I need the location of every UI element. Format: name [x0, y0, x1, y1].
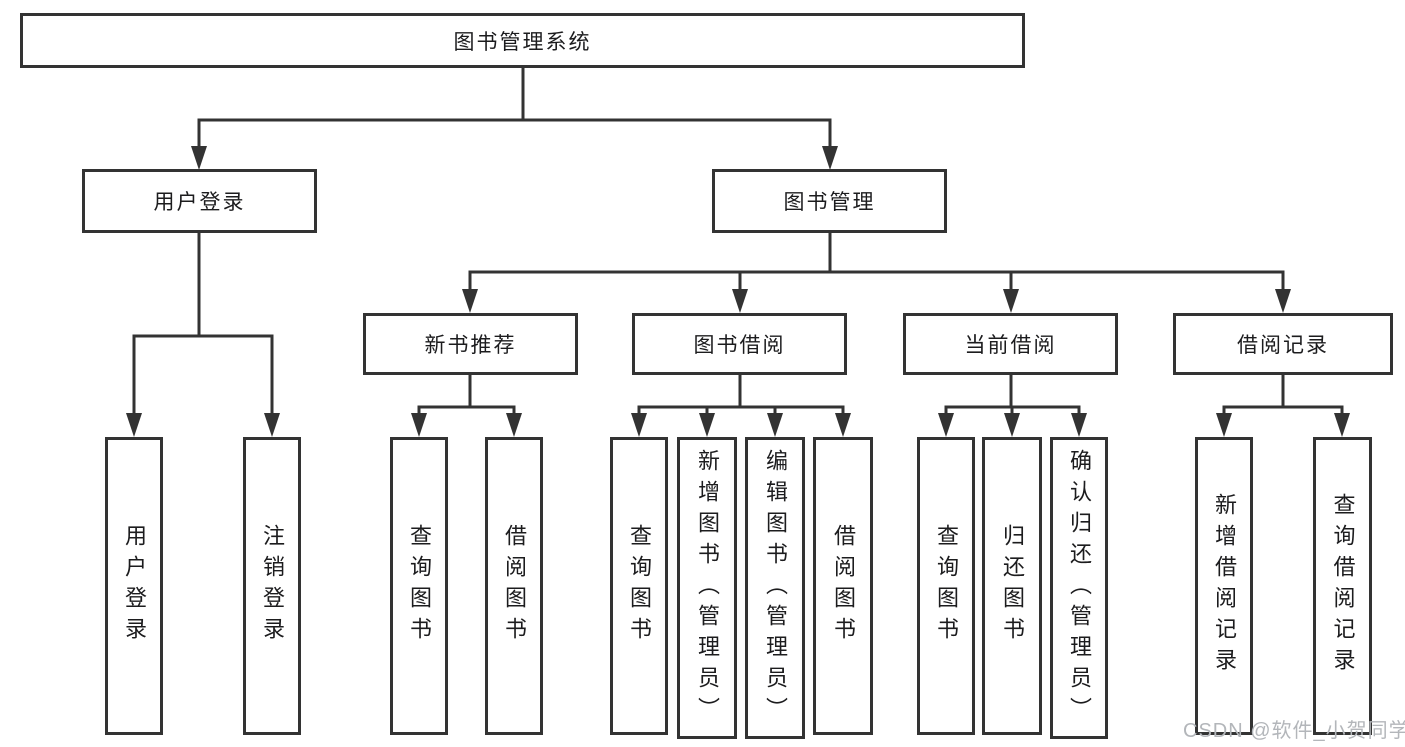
leaf-borrow-query-books: 查询图书 — [610, 437, 668, 735]
connector-user-login-children — [126, 233, 280, 437]
leaf-current-return-books: 归还图书 — [982, 437, 1042, 735]
connector-current-borrow-children — [938, 375, 1087, 437]
leaf-logout: 注销登录 — [243, 437, 301, 735]
node-root-system: 图书管理系统 — [20, 13, 1025, 68]
node-borrow-record: 借阅记录 — [1173, 313, 1393, 375]
connector-book-mgmt-to-level3 — [462, 233, 1291, 313]
connector-root-to-level2 — [191, 68, 838, 170]
leaf-user-login: 用户登录 — [105, 437, 163, 735]
leaf-recommend-query-books: 查询图书 — [390, 437, 448, 735]
leaf-recommend-borrow-books: 借阅图书 — [485, 437, 543, 735]
leaf-borrow-add-books-admin: 新增图书（管理员） — [677, 437, 737, 739]
node-book-borrow: 图书借阅 — [632, 313, 847, 375]
leaf-borrow-borrow-books: 借阅图书 — [813, 437, 873, 735]
leaf-record-add-borrow-record: 新增借阅记录 — [1195, 437, 1253, 735]
connector-book-borrow-children — [631, 375, 851, 437]
node-book-management: 图书管理 — [712, 169, 947, 233]
connector-new-book-children — [411, 375, 522, 437]
leaf-current-confirm-return-admin: 确认归还（管理员） — [1050, 437, 1108, 739]
node-new-book-recommend: 新书推荐 — [363, 313, 578, 375]
leaf-current-query-books: 查询图书 — [917, 437, 975, 735]
node-user-login: 用户登录 — [82, 169, 317, 233]
leaf-record-query-borrow-record: 查询借阅记录 — [1313, 437, 1372, 735]
node-current-borrow: 当前借阅 — [903, 313, 1118, 375]
leaf-borrow-edit-books-admin: 编辑图书（管理员） — [745, 437, 805, 739]
connector-borrow-record-children — [1216, 375, 1350, 437]
csdn-watermark: CSDN @软件_小贺同学 — [1183, 720, 1405, 742]
